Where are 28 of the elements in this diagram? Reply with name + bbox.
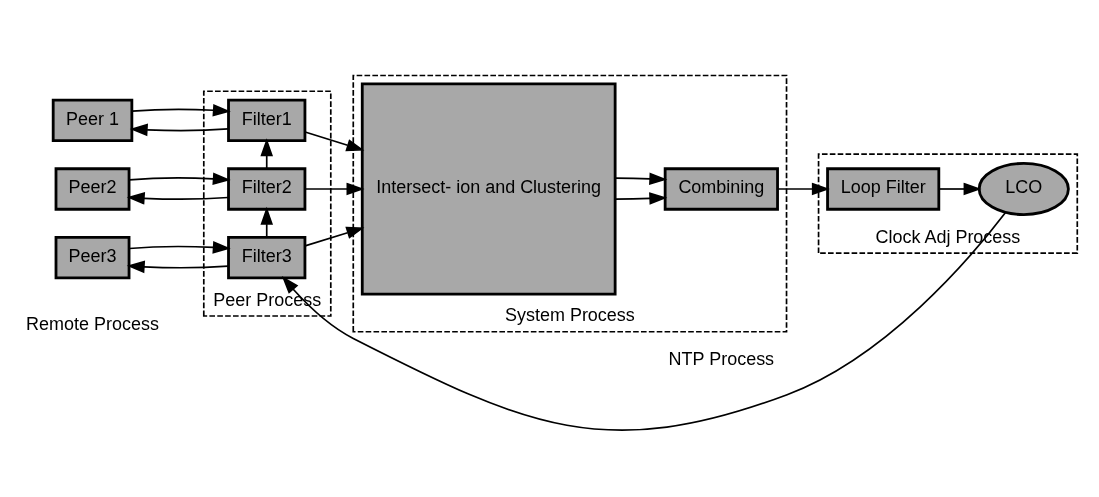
node-box: Intersect- ion and Clustering: [360, 82, 617, 296]
node-box: Loop Filter: [826, 167, 941, 211]
node-box: Peer2: [54, 167, 131, 211]
arrow: [281, 211, 1007, 431]
arrow: [938, 182, 982, 196]
arrow: [304, 182, 365, 196]
arrow: [131, 103, 231, 117]
arrow: [126, 192, 230, 205]
label: NTP Process: [668, 349, 775, 370]
arrow: [128, 241, 231, 254]
arrow: [304, 131, 365, 152]
arrow: [260, 138, 274, 170]
node-box: Peer 1: [51, 98, 134, 143]
node-box: Peer3: [54, 235, 131, 280]
arrow: [614, 172, 668, 186]
arrow: [128, 172, 231, 186]
arrow: [129, 123, 230, 137]
node-box: Filter2: [227, 167, 307, 211]
node-box: Combining: [663, 167, 779, 211]
arrow: [260, 206, 274, 239]
arrow: [126, 260, 230, 274]
node-box: Filter1: [227, 98, 307, 143]
node-ellipse: LCO: [977, 162, 1070, 216]
arrow: [304, 226, 365, 247]
arrow: [614, 192, 668, 205]
arrow: [777, 182, 830, 196]
node-box: Filter3: [227, 235, 307, 280]
label: Remote Process: [26, 314, 159, 335]
